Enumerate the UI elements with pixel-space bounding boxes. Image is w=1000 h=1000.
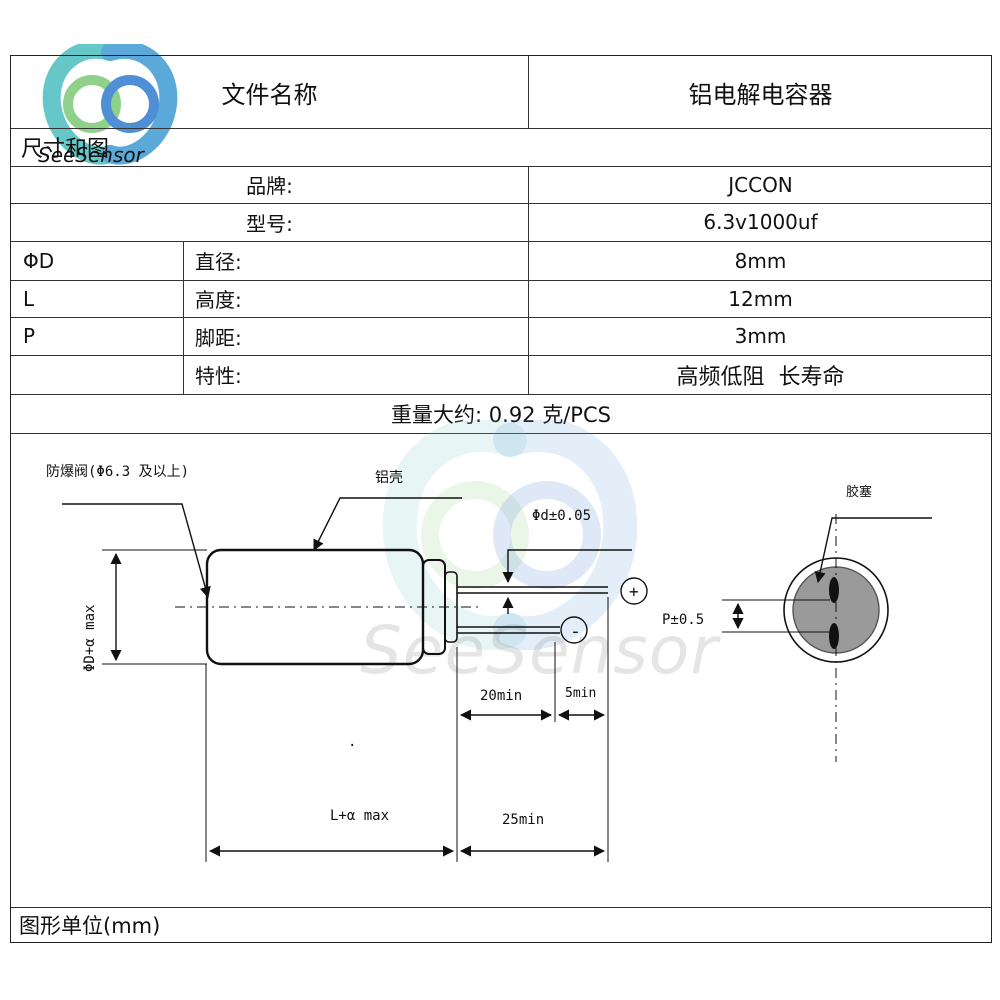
section-dimension-diagram: 尺寸和图	[21, 137, 110, 162]
negative-terminal-circle	[560, 616, 588, 644]
rubber-plug-label: 胶塞	[846, 484, 872, 500]
characteristics-label: 特性:	[195, 364, 242, 388]
pitch-label: P±0.5	[662, 612, 704, 628]
capacitor-dimension-drawing: 防爆阀(Φ6.3 及以上) 铝壳 Φd±0.05 ΦD+α max + - 20…	[46, 464, 932, 862]
height-value: 12mm	[728, 286, 793, 311]
diameter-max-label: ΦD+α max	[82, 605, 98, 672]
characteristics-value: 高频低阻 长寿命	[676, 364, 845, 390]
file-name-label: 文件名称	[221, 80, 318, 109]
stray-dot: .	[348, 734, 356, 750]
brand-label: 品牌:	[246, 174, 293, 198]
weight-text: 重量大约: 0.92 克/PCS	[391, 402, 611, 427]
watermark-logo	[382, 420, 638, 651]
height-label: 高度:	[195, 288, 242, 312]
height-symbol: L	[23, 286, 35, 311]
length-max-label: L+α max	[330, 808, 389, 824]
brand-value: JCCON	[728, 172, 793, 197]
lead-5-label: 5min	[565, 686, 596, 701]
characteristics-symbol	[11, 355, 183, 394]
plus-sign: +	[629, 582, 639, 601]
watermark-text: SeeSensor	[360, 612, 719, 689]
diameter-symbol: ΦD	[23, 248, 55, 273]
lead-20-label: 20min	[480, 688, 522, 704]
model-label: 型号:	[246, 211, 293, 236]
model-value: 6.3v1000uf	[703, 210, 818, 234]
positive-terminal-circle	[620, 577, 648, 605]
logo-brand-text: SeeSensor	[38, 143, 144, 167]
footer-unit: 图形单位(mm)	[19, 914, 161, 938]
pitch-value: 3mm	[734, 324, 787, 348]
aluminum-case-label: 铝壳	[375, 469, 403, 486]
pitch-symbol: P	[23, 324, 36, 348]
minus-sign: -	[570, 621, 581, 642]
file-name-value: 铝电解电容器	[688, 80, 833, 109]
spec-sheet: 文件名称 铝电解电容器 尺寸和图 品牌: JCCON 型号: 6.3v1000u…	[10, 55, 992, 943]
pitch-label: 脚距:	[195, 325, 242, 350]
diameter-value: 8mm	[734, 248, 787, 273]
lead-25-label: 25min	[502, 812, 544, 828]
lead-diameter-label: Φd±0.05	[532, 508, 591, 524]
diameter-label: 直径:	[195, 250, 242, 274]
explosion-valve-label: 防爆阀(Φ6.3 及以上)	[46, 464, 189, 480]
